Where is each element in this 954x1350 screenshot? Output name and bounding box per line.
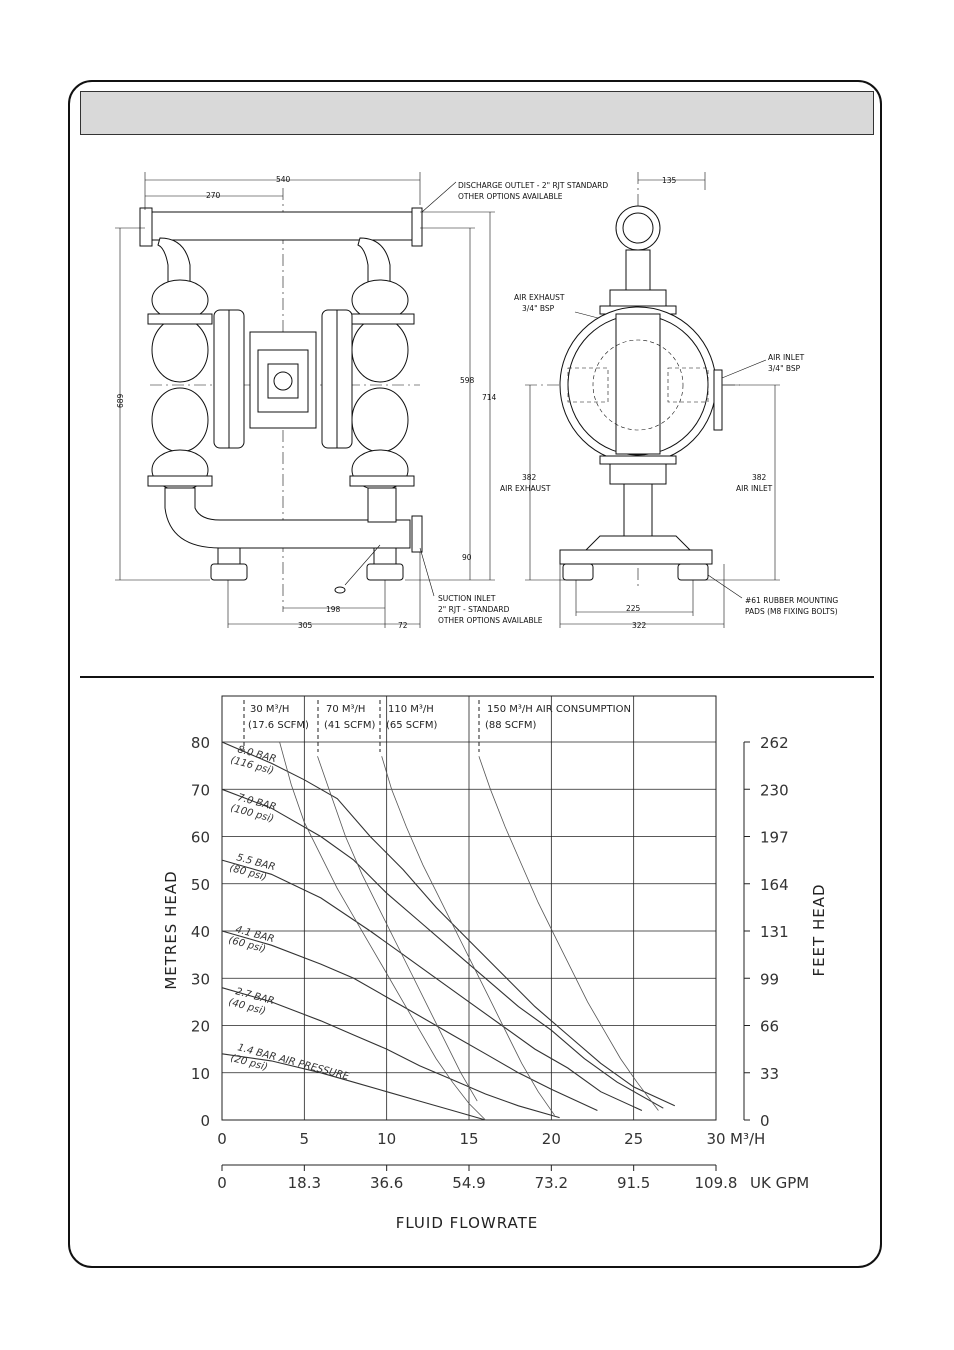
- air-consumption-curve: [381, 756, 555, 1116]
- note-suction-3: OTHER OPTIONS AVAILABLE: [438, 616, 543, 625]
- y-tick-label: 0: [200, 1112, 210, 1130]
- y2-tick-label: 197: [760, 829, 789, 847]
- air-curve-label: 110 M³/H: [388, 704, 434, 715]
- y2-tick-label: 164: [760, 876, 789, 894]
- air-curve-label: 70 M³/H: [326, 704, 365, 715]
- note-suction-1: SUCTION INLET: [438, 594, 496, 603]
- air-curve-sublabel: (65 SCFM): [386, 720, 438, 731]
- note-pads-2: PADS (M8 FIXING BOLTS): [745, 607, 838, 616]
- y2-tick-label: 230: [760, 781, 789, 799]
- dim-322: 322: [632, 621, 647, 630]
- air-curve-label: 30 M³/H: [250, 704, 289, 715]
- x-tick-label: 20: [542, 1130, 561, 1148]
- front-view: 540 270 689 714 598 90 198 305 72 DISCHA…: [115, 172, 608, 630]
- dim-air-inlet-right: AIR INLET: [736, 484, 773, 493]
- x2-unit-label: UK GPM: [750, 1174, 809, 1192]
- y-tick-label: 40: [191, 923, 210, 941]
- y-tick-label: 20: [191, 1018, 210, 1036]
- pressure-curve: [221, 930, 598, 1111]
- note-air-inlet-1: AIR INLET: [768, 353, 805, 362]
- y2-axis-label: FEET HEAD: [810, 883, 828, 976]
- x2-tick-label: 54.9: [452, 1174, 485, 1192]
- y2-tick-label: 0: [760, 1112, 770, 1130]
- x-tick-label: 15: [459, 1130, 478, 1148]
- y2-tick-label: 99: [760, 970, 779, 988]
- dim-225: 225: [626, 604, 641, 613]
- x2-tick-label: 36.6: [370, 1174, 403, 1192]
- note-air-exhaust-2: 3/4" BSP: [522, 304, 555, 313]
- y2-tick-label: 131: [760, 923, 789, 941]
- pressure-curve: [221, 987, 560, 1119]
- y-tick-label: 30: [191, 970, 210, 988]
- air-curve-label: 150 M³/H AIR CONSUMPTION: [487, 704, 631, 715]
- x-tick-label: 25: [624, 1130, 643, 1148]
- dim-382-left: 382: [522, 473, 537, 482]
- air-consumption-curve: [478, 756, 659, 1111]
- dim-382-right: 382: [752, 473, 767, 482]
- x-tick-label: 30: [706, 1130, 725, 1148]
- x2-tick-label: 0: [217, 1174, 227, 1192]
- pressure-curve: [221, 741, 676, 1107]
- air-consumption-curve: [279, 741, 486, 1121]
- dim-540: 540: [276, 175, 291, 184]
- x-tick-label: 0: [217, 1130, 227, 1148]
- y-axis-label: METRES HEAD: [162, 870, 180, 989]
- air-curve-sublabel: (17.6 SCFM): [248, 720, 309, 731]
- x-unit-label: M³/H: [730, 1130, 765, 1148]
- dim-598: 598: [460, 376, 475, 385]
- note-air-exhaust-1: AIR EXHAUST: [514, 293, 565, 302]
- pressure-curve: [221, 1053, 486, 1121]
- air-curve-sublabel: (88 SCFM): [485, 720, 537, 731]
- y-tick-label: 10: [191, 1065, 210, 1083]
- x2-tick-label: 73.2: [535, 1174, 568, 1192]
- dim-air-exhaust-left: AIR EXHAUST: [500, 484, 551, 493]
- air-curve-sublabel: (41 SCFM): [324, 720, 376, 731]
- note-suction-2: 2" RJT - STANDARD: [438, 605, 510, 614]
- y2-tick-label: 262: [760, 734, 789, 752]
- section-divider: [80, 676, 874, 678]
- y2-tick-label: 66: [760, 1018, 779, 1036]
- dim-714: 714: [482, 393, 497, 402]
- page-frame: [68, 80, 882, 1268]
- note-pads-1: #61 RUBBER MOUNTING: [745, 596, 838, 605]
- note-discharge-2: OTHER OPTIONS AVAILABLE: [458, 192, 563, 201]
- x2-tick-label: 109.8: [695, 1174, 738, 1192]
- dim-90: 90: [462, 553, 472, 562]
- dim-72: 72: [398, 621, 408, 630]
- dim-135: 135: [662, 176, 677, 185]
- y-tick-label: 70: [191, 781, 210, 799]
- air-consumption-curve: [317, 756, 478, 1102]
- pressure-curve: [221, 859, 643, 1112]
- y-tick-label: 50: [191, 876, 210, 894]
- x-tick-label: 5: [300, 1130, 310, 1148]
- dim-689: 689: [116, 393, 125, 408]
- x2-tick-label: 18.3: [288, 1174, 321, 1192]
- x-axis-label: FLUID FLOWRATE: [396, 1214, 539, 1232]
- dim-198: 198: [326, 605, 341, 614]
- dim-305: 305: [298, 621, 313, 630]
- note-air-inlet-2: 3/4" BSP: [768, 364, 801, 373]
- header-bar: [80, 91, 874, 135]
- dim-270: 270: [206, 191, 221, 200]
- y-tick-label: 60: [191, 829, 210, 847]
- y-tick-label: 80: [191, 734, 210, 752]
- side-view: 135 382 AIR EXHAUST 382 AIR INLET 225 32…: [500, 172, 838, 630]
- pressure-curve: [221, 788, 664, 1109]
- note-discharge-1: DISCHARGE OUTLET - 2" RJT STANDARD: [458, 181, 608, 190]
- y2-tick-label: 33: [760, 1065, 779, 1083]
- x-tick-label: 10: [377, 1130, 396, 1148]
- x2-tick-label: 91.5: [617, 1174, 650, 1192]
